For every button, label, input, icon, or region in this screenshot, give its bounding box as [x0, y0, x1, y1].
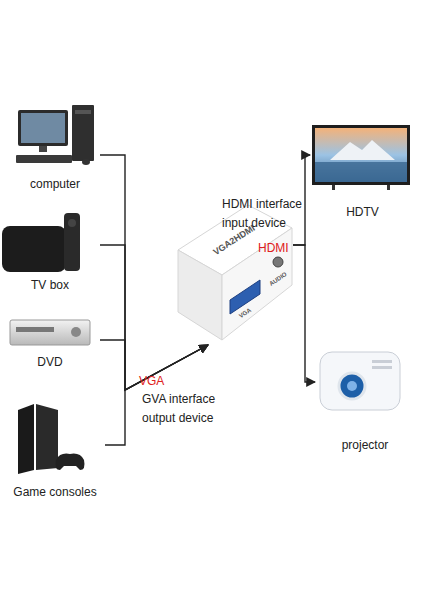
- signal-connector: [100, 340, 208, 390]
- disc-tray: [16, 327, 54, 332]
- device-label: computer: [30, 177, 80, 192]
- monitor-screen: [21, 113, 65, 143]
- projector-body: [320, 352, 400, 410]
- interface-note: HDMI interface input device: [222, 195, 317, 233]
- monitor-stand: [39, 146, 47, 152]
- device-node: DVD: [0, 312, 100, 370]
- hdtv-illustration: [312, 125, 410, 190]
- signal-connector: [100, 245, 208, 390]
- device-node: HDTV: [310, 118, 415, 220]
- tv-frame: [312, 125, 410, 185]
- projector-lens: [339, 373, 365, 399]
- dvd-knob: [71, 327, 81, 337]
- device-node: computer: [10, 100, 100, 192]
- remote: [64, 213, 80, 271]
- device-label: HDTV: [346, 205, 379, 220]
- projector-illustration: [320, 352, 400, 410]
- device-label: projector: [342, 438, 389, 453]
- tv-leg: [332, 185, 335, 190]
- tv-box-illustration: [2, 213, 80, 272]
- converter-print: AUDIO: [268, 271, 287, 287]
- game-controller: [56, 454, 85, 470]
- tv-box-body: [2, 226, 66, 272]
- keyboard: [16, 155, 72, 163]
- converter-print: VGA: [238, 307, 252, 319]
- console-slab: [18, 404, 34, 474]
- vent: [372, 366, 392, 369]
- signal-name: HDMI: [258, 239, 308, 258]
- monitor: [18, 110, 68, 146]
- pc-tower: [72, 105, 94, 161]
- audio-jack: [273, 257, 283, 267]
- tv-leg: [387, 185, 390, 190]
- dvd-illustration: [10, 320, 90, 345]
- tv-screen: [315, 128, 407, 182]
- tv-mountain: [330, 140, 395, 160]
- dvd-body: [10, 320, 90, 345]
- device-label: TV box: [31, 278, 69, 293]
- mouse: [82, 159, 90, 165]
- device-label: DVD: [37, 355, 62, 370]
- device-node: projector: [315, 335, 415, 453]
- converter-side: [178, 250, 222, 340]
- game-console-illustration: [18, 404, 85, 474]
- lens-glass: [347, 381, 357, 391]
- device-label: Game consoles: [13, 485, 96, 500]
- remote-button: [68, 219, 76, 227]
- device-node: TV box: [0, 205, 100, 293]
- signal-name: VGA: [139, 372, 179, 391]
- interface-note: GVA interface output device: [142, 390, 227, 428]
- vent: [372, 360, 392, 363]
- computer-illustration: [16, 105, 94, 165]
- drive-bay: [75, 110, 91, 114]
- device-node: Game consoles: [5, 398, 105, 500]
- signal-connector: [293, 245, 315, 382]
- console-slab: [36, 404, 58, 470]
- tv-lake: [315, 162, 407, 182]
- signal-connector: [100, 155, 208, 390]
